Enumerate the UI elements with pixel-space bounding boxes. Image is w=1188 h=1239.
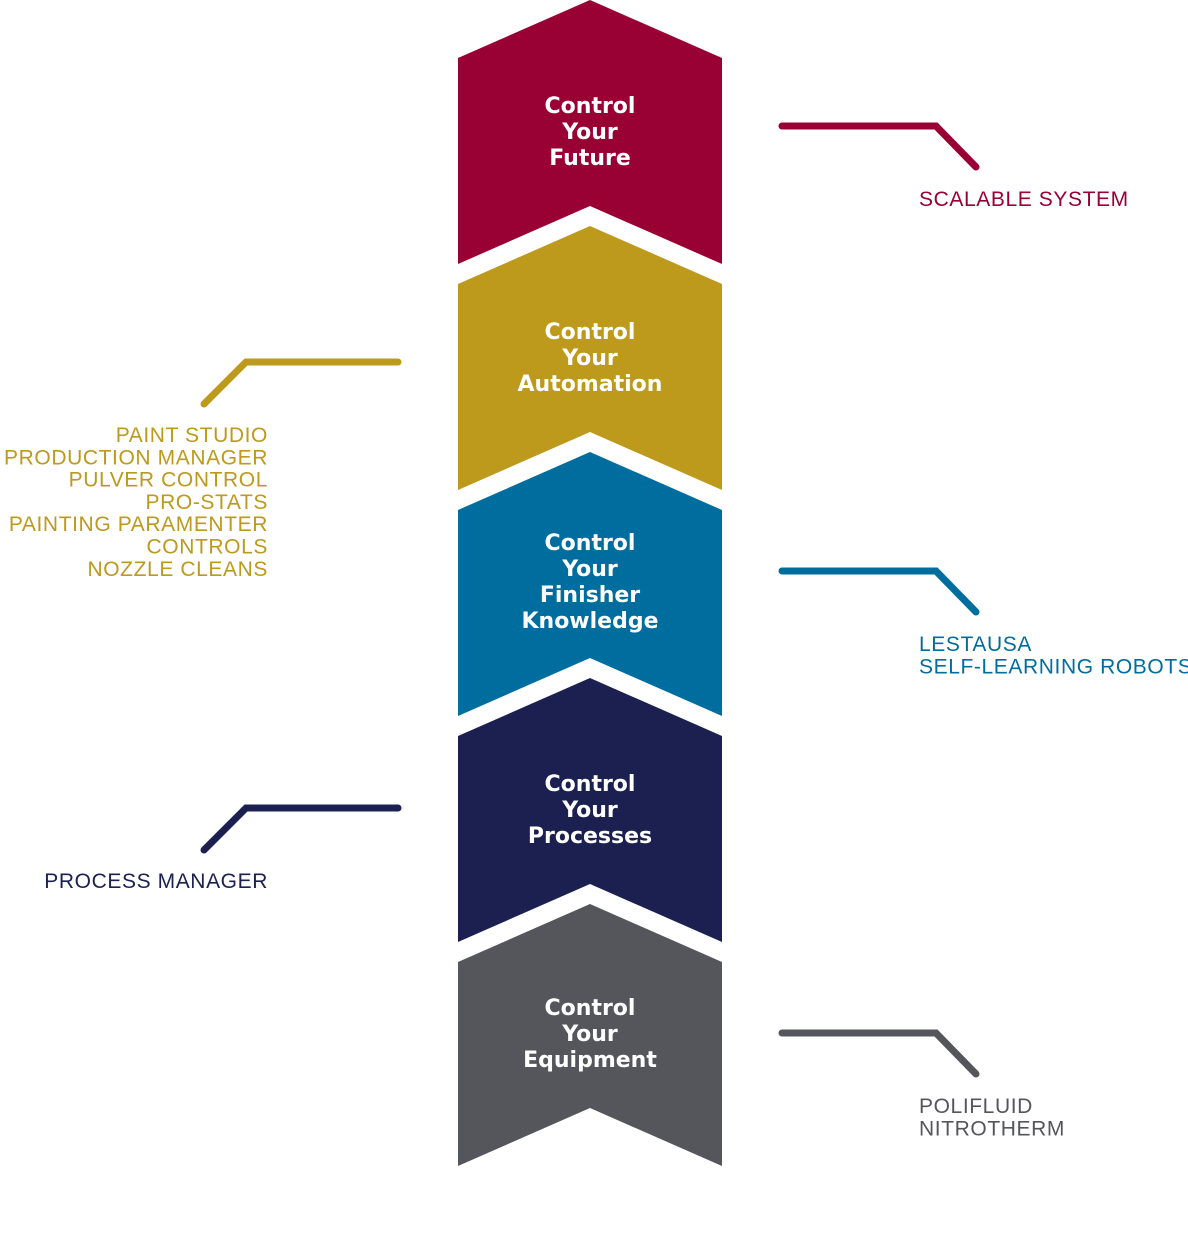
stage-label-line: Finisher [540,583,640,608]
callout-text-line: PULVER CONTROL [69,469,268,492]
stage-label-line: Your [561,1022,618,1047]
callout-text-line: PRODUCTION MANAGER [4,446,268,469]
callout-text-line: LESTAUSA [919,633,1032,656]
callout-text-line: PROCESS MANAGER [44,870,268,893]
stage-label-line: Control [545,94,636,119]
stage-label-line: Control [545,772,636,797]
stage-label-line: Control [545,996,636,1021]
callout-connector [778,567,980,616]
stage-label-line: Control [545,531,636,556]
stage-chevron [458,678,722,942]
callout-text-line: NOZZLE CLEANS [87,558,268,581]
stage-label-line: Your [561,346,618,371]
stage-chevron [458,226,722,490]
callout-text-line: PRO-STATS [146,491,268,514]
stage-chevron [458,904,722,1166]
stage-label-line: Your [561,120,618,145]
stage-label-line: Processes [528,824,652,849]
stage-label-line: Knowledge [521,609,658,634]
callout-connector [778,1029,980,1078]
stage-label-line: Future [549,146,631,171]
callout-connector [200,804,402,854]
callout-connector [200,358,402,408]
callout-text-line: SELF-LEARNING ROBOTS [919,655,1188,678]
callout-text-line: PAINTING PARAMENTER [9,513,268,536]
stage-label-line: Your [561,798,618,823]
callout-text-line: CONTROLS [147,536,268,559]
stage-label-line: Your [561,557,618,582]
callout-text-line: NITROTHERM [919,1117,1065,1140]
callout-text-line: POLIFLUID [919,1095,1033,1118]
stage-label-line: Control [545,320,636,345]
stage-chevron [458,0,722,264]
stage-finisher-knowledge: ControlYourFinisherKnowledgeLESTAUSASELF… [458,452,1188,716]
callout-text-line: SCALABLE SYSTEM [919,188,1129,211]
stage-label-line: Automation [518,372,663,397]
callout-text-line: PAINT STUDIO [116,424,268,447]
callout-connector [778,122,980,171]
stage-label-line: Equipment [523,1048,657,1073]
stage-chevron [458,452,722,716]
